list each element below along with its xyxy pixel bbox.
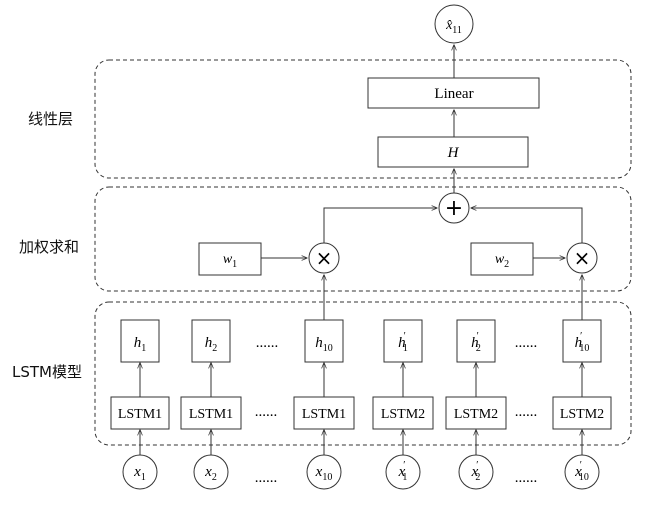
linear-box-label: Linear (434, 86, 473, 102)
hidden-state-box-5 (456, 319, 496, 363)
weight-box-1 (198, 242, 262, 276)
lstm-cell-label-3: LSTM1 (302, 407, 346, 422)
hidden-state-box-2 (191, 319, 231, 363)
ellipsis-input-1: ...... (255, 470, 278, 486)
input-node-label-5: x′2 (471, 460, 481, 483)
lstm-cell-label-1: LSTM1 (118, 407, 162, 422)
hidden-state-label-6: h′10 (575, 331, 590, 354)
lstm-cell-label-2: LSTM1 (189, 407, 233, 422)
lstm-cell-label-4: LSTM2 (381, 407, 425, 422)
input-node-label-4: x′1 (398, 460, 408, 483)
h-box-label: H (447, 145, 460, 161)
lstm-cell-box-1 (110, 396, 170, 430)
weighted-sum-frame (94, 186, 632, 292)
section-label-weighted-sum: 加权求和 (19, 238, 80, 256)
hidden-state-label-2: h2 (205, 335, 218, 354)
sum-node (438, 192, 470, 224)
arrow-multiply2-to-sum (471, 208, 583, 243)
input-node-label-6: x′10 (574, 460, 589, 483)
ellipsis-hidden-1: ...... (256, 335, 279, 351)
section-label-linear: 线性层 (28, 110, 74, 128)
hidden-state-label-4-prime: ′ (404, 331, 406, 342)
multiply-node-1-symbol: × (316, 246, 333, 270)
lstm-cell-box-4 (372, 396, 434, 430)
lstm-cell-box-3 (293, 396, 355, 430)
hidden-state-box-4 (383, 319, 423, 363)
lstm-cell-box-6 (552, 396, 612, 430)
input-node-label-4-prime: ′ (403, 460, 405, 471)
ellipsis-input-2: ...... (515, 470, 538, 486)
input-node-label-5-prime: ′ (476, 460, 478, 471)
linear-layer-frame (94, 59, 632, 179)
lstm-model-frame (94, 301, 632, 446)
output-node (434, 4, 474, 44)
hidden-state-box-1 (120, 319, 160, 363)
hidden-state-label-5: h′2 (471, 331, 481, 354)
sum-node-symbol: + (445, 196, 463, 221)
lstm-cell-label-5: LSTM2 (454, 407, 498, 422)
hidden-state-label-1: h1 (134, 335, 147, 354)
ellipsis-lstm-2: ...... (515, 404, 538, 420)
input-node-label-6-prime: ′ (580, 460, 582, 471)
weight-box-1-label: w1 (223, 252, 237, 270)
hidden-state-label-4: h′1 (398, 331, 408, 354)
lstm-cell-box-2 (180, 396, 242, 430)
hidden-state-label-5-prime: ′ (477, 331, 479, 342)
section-label-lstm: LSTM模型 (12, 363, 82, 381)
hidden-state-label-3: h10 (315, 335, 333, 354)
ellipsis-lstm-1: ...... (255, 404, 278, 420)
multiply-node-2-symbol: × (574, 246, 591, 270)
lstm-cell-label-6: LSTM2 (560, 407, 604, 422)
input-node-label-2: x2 (204, 464, 217, 483)
lstm-cell-box-5 (445, 396, 507, 430)
arrow-multiply1-to-sum (323, 208, 437, 243)
ellipsis-hidden-2: ...... (515, 335, 538, 351)
hidden-state-label-6-prime: ′ (580, 331, 582, 342)
output-node-label: x̂11 (445, 18, 462, 36)
hidden-state-box-6 (562, 319, 602, 363)
hidden-state-box-3 (304, 319, 344, 363)
input-node-label-1: x1 (133, 464, 146, 483)
input-node-label-3: x10 (315, 464, 333, 483)
linear-box (367, 77, 540, 109)
h-box (377, 136, 529, 168)
weight-box-2 (470, 242, 534, 276)
weight-box-2-label: w2 (495, 252, 509, 270)
